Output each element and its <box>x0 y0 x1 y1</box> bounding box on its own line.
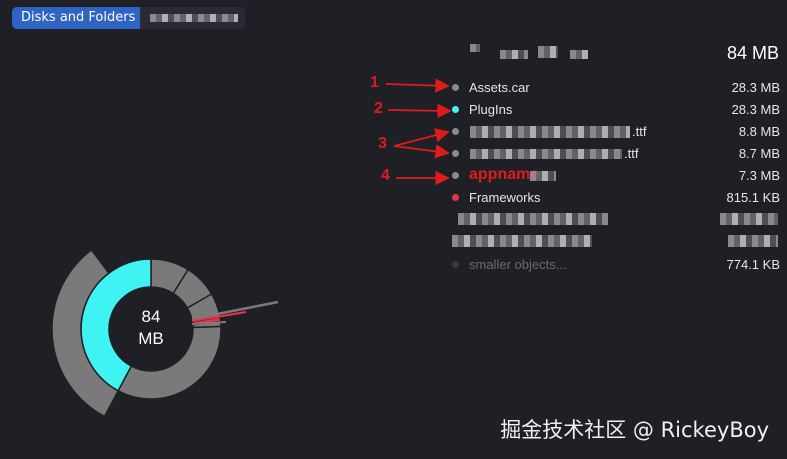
redacted-item <box>458 213 608 225</box>
item-color-dot <box>452 84 459 91</box>
arrow-3b <box>393 144 450 159</box>
breadcrumb-current[interactable] <box>140 7 245 29</box>
annotation-number: 4 <box>381 167 390 184</box>
item-name: Assets.car <box>469 80 530 95</box>
arrow-2 <box>387 103 452 118</box>
item-name: Frameworks <box>469 190 541 205</box>
list-item[interactable]: Frameworks 815.1 KB <box>450 187 782 209</box>
item-color-dot <box>452 128 459 135</box>
item-name: appname <box>469 166 540 183</box>
redacted-item <box>452 235 592 247</box>
center-size-value: 84 <box>141 307 161 326</box>
item-size: 815.1 KB <box>726 190 781 205</box>
item-size: 774.1 KB <box>726 257 781 272</box>
center-size-unit: MB <box>138 329 164 348</box>
arrow-3a <box>393 128 450 147</box>
center-size-label: 84 MB <box>126 306 176 350</box>
sunburst-spike-frameworks[interactable] <box>191 311 247 322</box>
item-size: 8.8 MB <box>738 124 780 139</box>
redacted-size <box>728 235 778 247</box>
watermark-text: 掘金技术社区 @ RickeyBoy <box>500 418 769 442</box>
list-item[interactable]: .ttf 8.7 MB <box>450 143 782 165</box>
item-color-dot <box>452 261 459 268</box>
item-name: .ttf <box>624 146 639 161</box>
annotation-number: 3 <box>378 135 387 152</box>
annotation-number: 1 <box>370 74 379 91</box>
list-item[interactable] <box>450 209 782 231</box>
list-item[interactable]: PlugIns 28.3 MB <box>450 99 782 121</box>
item-name: PlugIns <box>469 102 513 117</box>
redacted-font-name <box>470 126 630 138</box>
item-color-dot <box>452 150 459 157</box>
total-size: 84 MB <box>726 43 779 63</box>
list-item[interactable]: Assets.car 28.3 MB <box>450 77 782 99</box>
redacted-folder-name <box>150 14 238 22</box>
sunburst-spike[interactable] <box>191 300 279 321</box>
list-item[interactable]: appname 7.3 MB <box>450 165 782 187</box>
annotation-number: 2 <box>374 100 383 117</box>
item-color-dot <box>452 106 459 113</box>
redacted-size <box>720 213 778 225</box>
item-name: .ttf <box>632 124 647 139</box>
item-color-dot <box>452 194 459 201</box>
sunburst-spike[interactable] <box>191 321 227 325</box>
arrow-1 <box>385 78 450 93</box>
item-size: 28.3 MB <box>731 80 780 95</box>
sunburst-segment[interactable] <box>117 325 222 400</box>
selected-folder-name <box>470 44 600 60</box>
item-size: 7.3 MB <box>738 168 780 183</box>
list-item[interactable]: smaller objects... 774.1 KB <box>450 254 782 276</box>
list-item[interactable]: .ttf 8.8 MB <box>450 121 782 143</box>
item-name: smaller objects... <box>469 257 567 272</box>
item-size: 28.3 MB <box>731 102 780 117</box>
item-size: 8.7 MB <box>738 146 780 161</box>
item-color-dot <box>452 172 459 179</box>
list-item[interactable] <box>450 231 782 253</box>
sunburst-segment-assets[interactable] <box>51 248 120 418</box>
redacted-font-name <box>470 149 622 159</box>
breadcrumb-root[interactable]: Disks and Folders <box>12 7 156 29</box>
